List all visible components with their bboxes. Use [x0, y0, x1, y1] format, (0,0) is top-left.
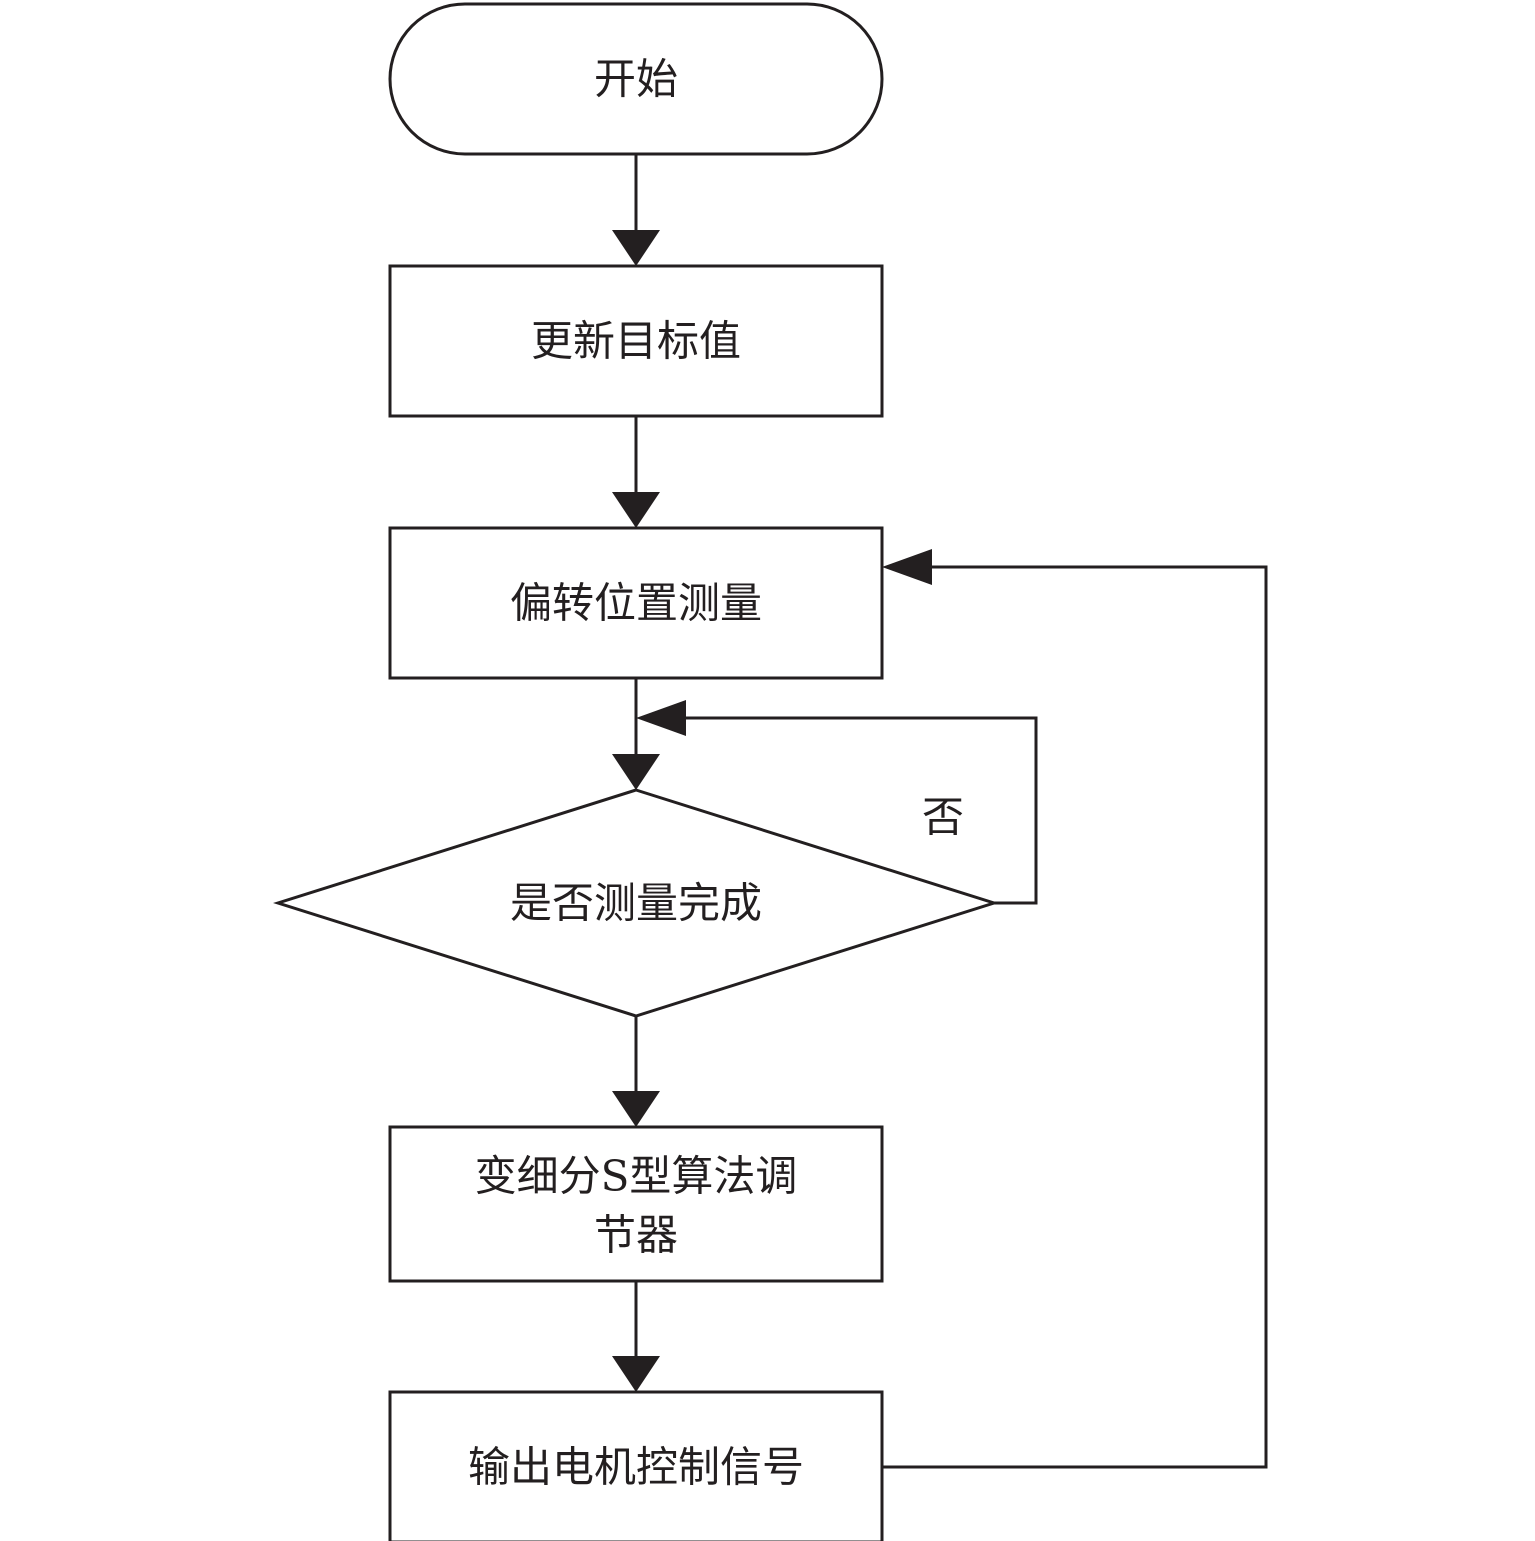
arrowhead-no-loop	[636, 700, 686, 736]
node-measure-position: 偏转位置测量	[388, 526, 884, 680]
node-output-signal: 输出电机控制信号	[388, 1390, 884, 1541]
node-start: 开始	[388, 2, 884, 156]
node-output-signal-label: 输出电机控制信号	[468, 1443, 804, 1492]
node-s-curve-regulator-label-line2: 节器	[594, 1211, 678, 1260]
node-measure-position-label: 偏转位置测量	[510, 579, 762, 628]
edge-no-label: 否	[922, 793, 964, 842]
node-s-curve-regulator-label-line1: 变细分S型算法调	[475, 1152, 798, 1201]
arrowhead-into-regulator	[612, 1091, 660, 1127]
node-check-complete-label: 是否测量完成	[510, 879, 762, 928]
node-update-target: 更新目标值	[388, 264, 884, 418]
node-s-curve-regulator: 变细分S型算法调 节器	[388, 1125, 884, 1283]
arrowhead-into-update	[612, 230, 660, 266]
arrowhead-into-output	[612, 1356, 660, 1392]
arrowhead-into-measure	[612, 492, 660, 528]
arrowhead-into-decision	[612, 754, 660, 790]
node-start-label: 开始	[594, 55, 678, 104]
edge-no-loop	[684, 716, 1038, 905]
edge-feedback-loop	[882, 565, 1268, 1469]
node-update-target-label: 更新目标值	[531, 317, 741, 366]
arrowhead-feedback-loop	[882, 549, 932, 585]
node-check-complete: 是否测量完成	[273, 788, 999, 1018]
